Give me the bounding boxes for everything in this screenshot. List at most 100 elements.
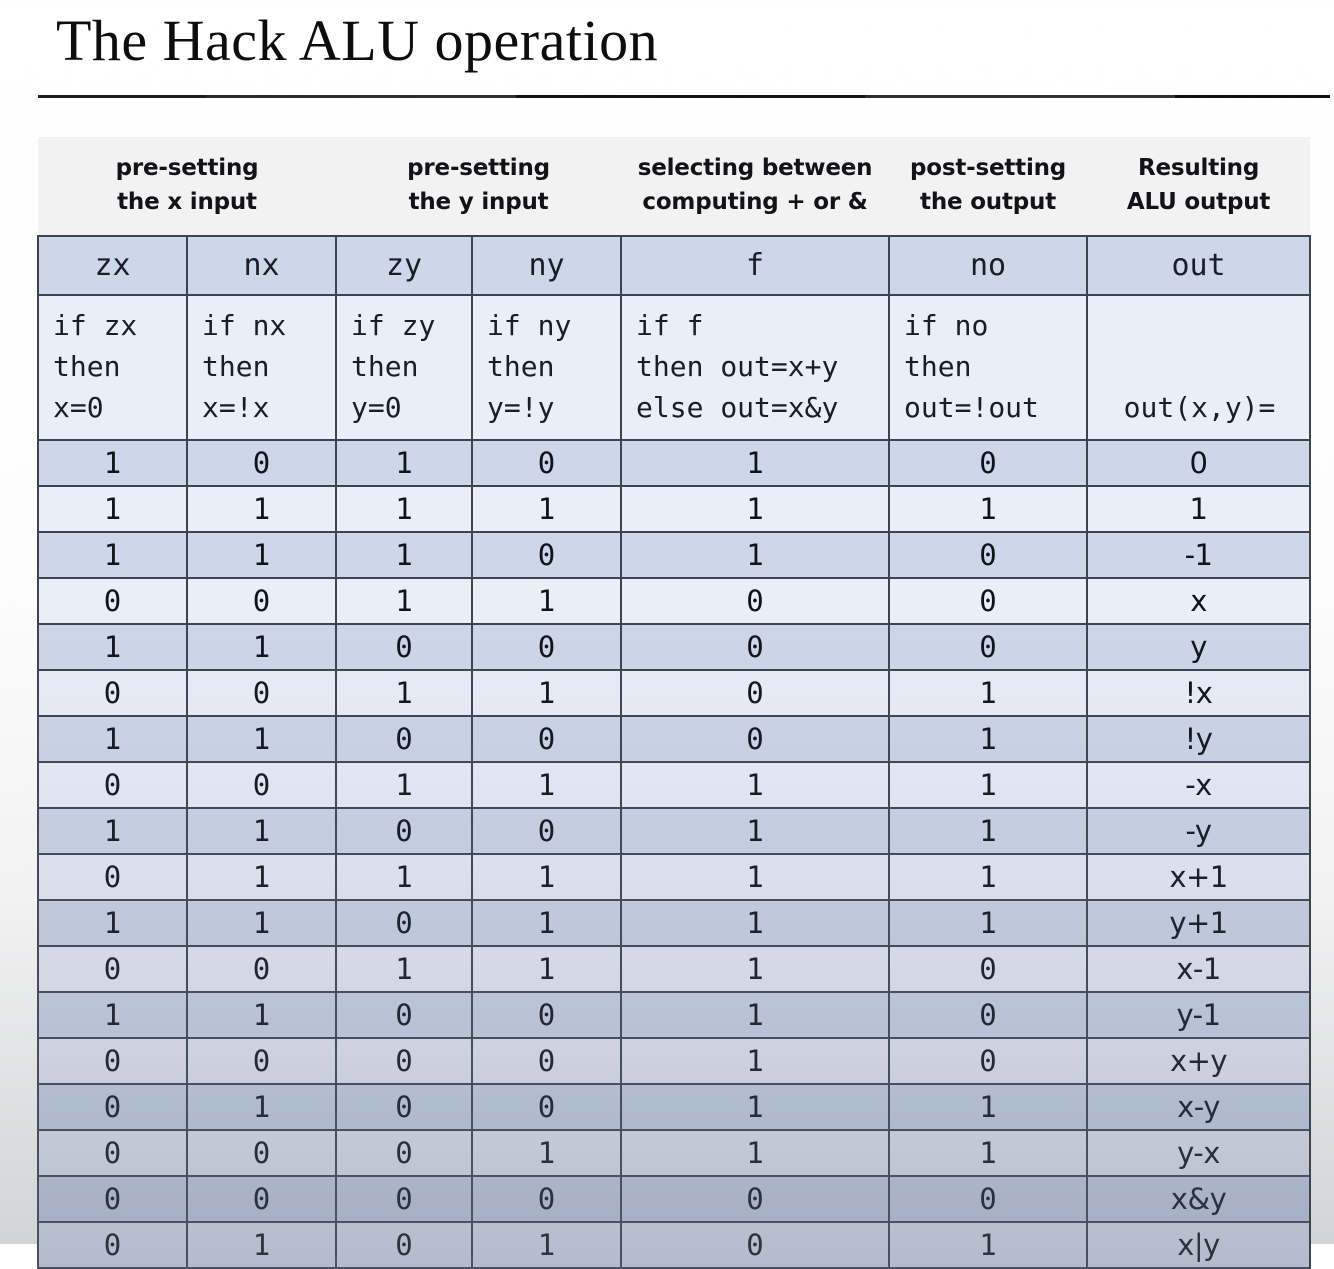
cell-out: -y bbox=[1086, 806, 1312, 855]
cell-f: 1 bbox=[620, 530, 891, 579]
cell-nx: 0 bbox=[185, 576, 338, 625]
cell-nx: 1 bbox=[185, 990, 338, 1039]
cell-zy: 0 bbox=[335, 806, 474, 855]
group-header-line1: selecting between bbox=[637, 155, 873, 181]
cell-f: 1 bbox=[620, 806, 891, 855]
cell-out: !x bbox=[1086, 668, 1312, 717]
cell-zy: 1 bbox=[335, 484, 474, 533]
group-header-resulting: Resulting ALU output bbox=[1087, 137, 1311, 237]
cell-f: 1 bbox=[620, 1036, 891, 1085]
cell-no: 1 bbox=[888, 484, 1089, 533]
cell-zx: 0 bbox=[37, 944, 188, 993]
cell-zx: 0 bbox=[37, 760, 188, 809]
cell-ny: 1 bbox=[471, 760, 623, 809]
cell-f: 1 bbox=[620, 438, 891, 487]
cell-ny: 1 bbox=[471, 898, 623, 947]
cell-no: 0 bbox=[888, 576, 1089, 625]
cell-nx: 0 bbox=[185, 760, 338, 809]
cell-f: 1 bbox=[620, 944, 891, 993]
cell-zx: 0 bbox=[37, 852, 188, 901]
alu-truth-table: pre-setting the x input pre-setting the … bbox=[37, 137, 1312, 1269]
cell-f: 0 bbox=[620, 714, 891, 763]
signal-f: f bbox=[620, 235, 891, 297]
cell-no: 1 bbox=[888, 668, 1089, 717]
cell-zy: 0 bbox=[335, 990, 474, 1039]
signal-out: out bbox=[1086, 235, 1312, 297]
cell-out: !y bbox=[1086, 714, 1312, 763]
cell-nx: 1 bbox=[185, 852, 338, 901]
cell-ny: 1 bbox=[471, 668, 623, 717]
cell-out: x-1 bbox=[1086, 944, 1312, 993]
cell-out: -x bbox=[1086, 760, 1312, 809]
cell-zx: 1 bbox=[37, 990, 188, 1039]
cell-zx: 0 bbox=[37, 1082, 188, 1131]
description-nx: if nx then x=!x bbox=[185, 294, 338, 441]
signal-no: no bbox=[888, 235, 1089, 297]
cell-zx: 1 bbox=[37, 714, 188, 763]
signal-name-row: zx nx zy ny f no out bbox=[37, 235, 1312, 297]
cell-no: 0 bbox=[888, 1174, 1089, 1223]
cell-no: 1 bbox=[888, 714, 1089, 763]
cell-ny: 1 bbox=[471, 484, 623, 533]
cell-no: 1 bbox=[888, 1082, 1089, 1131]
cell-ny: 0 bbox=[471, 1036, 623, 1085]
cell-zx: 0 bbox=[37, 1220, 188, 1269]
cell-ny: 1 bbox=[471, 852, 623, 901]
cell-no: 1 bbox=[888, 1128, 1089, 1177]
cell-zx: 1 bbox=[37, 898, 188, 947]
cell-no: 1 bbox=[888, 852, 1089, 901]
cell-ny: 0 bbox=[471, 1082, 623, 1131]
cell-out: y bbox=[1086, 622, 1312, 671]
cell-out: x&y bbox=[1086, 1174, 1312, 1223]
title-divider bbox=[38, 95, 1330, 98]
cell-zy: 1 bbox=[335, 576, 474, 625]
cell-no: 1 bbox=[888, 1220, 1089, 1269]
cell-zy: 0 bbox=[335, 1174, 474, 1223]
cell-ny: 0 bbox=[471, 622, 623, 671]
cell-out: x|y bbox=[1086, 1220, 1312, 1269]
cell-nx: 1 bbox=[185, 898, 338, 947]
page-title: The Hack ALU operation bbox=[56, 8, 659, 73]
cell-ny: 0 bbox=[471, 530, 623, 579]
cell-no: 0 bbox=[888, 944, 1089, 993]
cell-zy: 1 bbox=[335, 760, 474, 809]
group-header-line2: the x input bbox=[117, 189, 257, 216]
cell-no: 0 bbox=[888, 990, 1089, 1039]
cell-ny: 0 bbox=[471, 1174, 623, 1223]
cell-zx: 1 bbox=[37, 484, 188, 533]
cell-nx: 0 bbox=[185, 1128, 338, 1177]
cell-no: 1 bbox=[888, 760, 1089, 809]
cell-zy: 0 bbox=[335, 1128, 474, 1177]
cell-out: y+1 bbox=[1086, 898, 1312, 947]
group-header-line1: post-setting bbox=[909, 155, 1067, 181]
cell-nx: 1 bbox=[185, 622, 338, 671]
cell-no: 0 bbox=[888, 438, 1089, 487]
cell-nx: 1 bbox=[185, 714, 338, 763]
cell-nx: 1 bbox=[185, 806, 338, 855]
cell-ny: 0 bbox=[471, 714, 623, 763]
cell-out: -1 bbox=[1086, 530, 1312, 579]
cell-f: 0 bbox=[620, 1174, 891, 1223]
group-header-row: pre-setting the x input pre-setting the … bbox=[38, 137, 1311, 237]
group-header-post-setting: post-setting the output bbox=[889, 137, 1088, 237]
cell-zy: 1 bbox=[335, 668, 474, 717]
group-header-line2: computing + or & bbox=[642, 189, 868, 216]
cell-no: 1 bbox=[888, 898, 1089, 947]
cell-ny: 0 bbox=[471, 990, 623, 1039]
cell-out: x bbox=[1086, 576, 1312, 625]
cell-nx: 0 bbox=[185, 1174, 338, 1223]
cell-zy: 0 bbox=[335, 622, 474, 671]
cell-nx: 1 bbox=[185, 1082, 338, 1131]
cell-nx: 1 bbox=[185, 484, 338, 533]
